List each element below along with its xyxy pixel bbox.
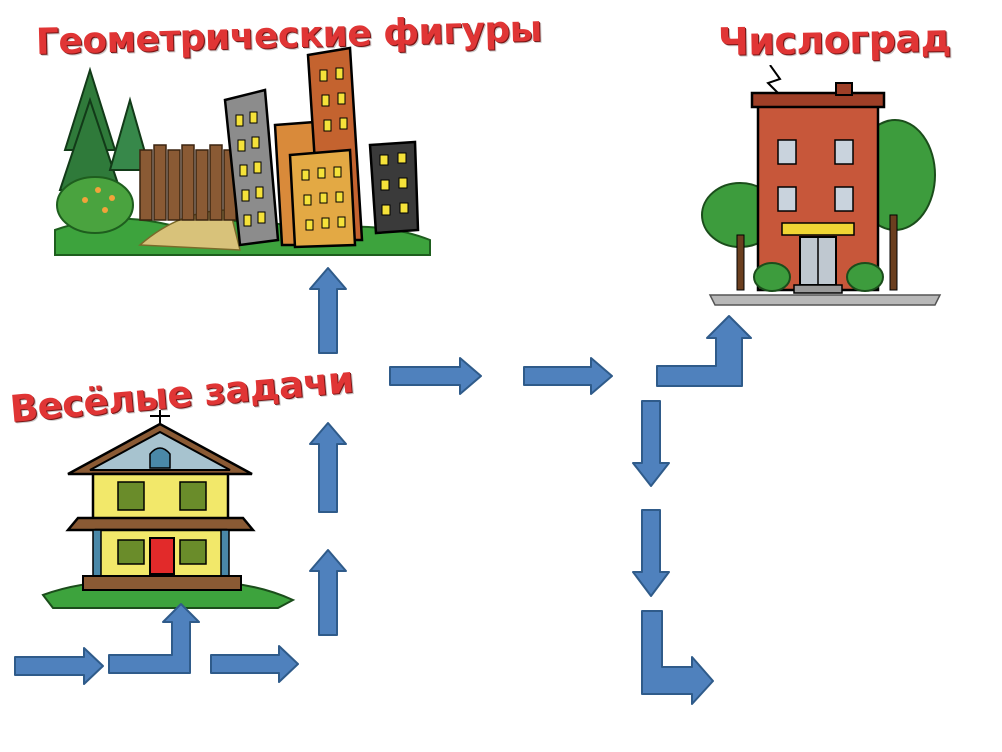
brick-building-illustration[interactable] — [700, 65, 945, 310]
arrow-right-4 — [523, 357, 613, 395]
arrow-right-3 — [389, 357, 482, 395]
city-park-illustration[interactable] — [50, 40, 440, 260]
arrow-step-up-2 — [656, 315, 752, 387]
arrow-right-2 — [210, 645, 299, 683]
arrow-right-1 — [14, 647, 104, 685]
arrow-down-2 — [632, 509, 670, 597]
arrow-up-2 — [309, 422, 347, 513]
arrow-up-3 — [309, 267, 347, 354]
arrow-up-1 — [309, 549, 347, 636]
house-illustration[interactable] — [38, 410, 298, 610]
arrow-down-1 — [632, 400, 670, 487]
arrow-step-up-1 — [108, 603, 200, 674]
arrow-step-right — [641, 610, 714, 705]
